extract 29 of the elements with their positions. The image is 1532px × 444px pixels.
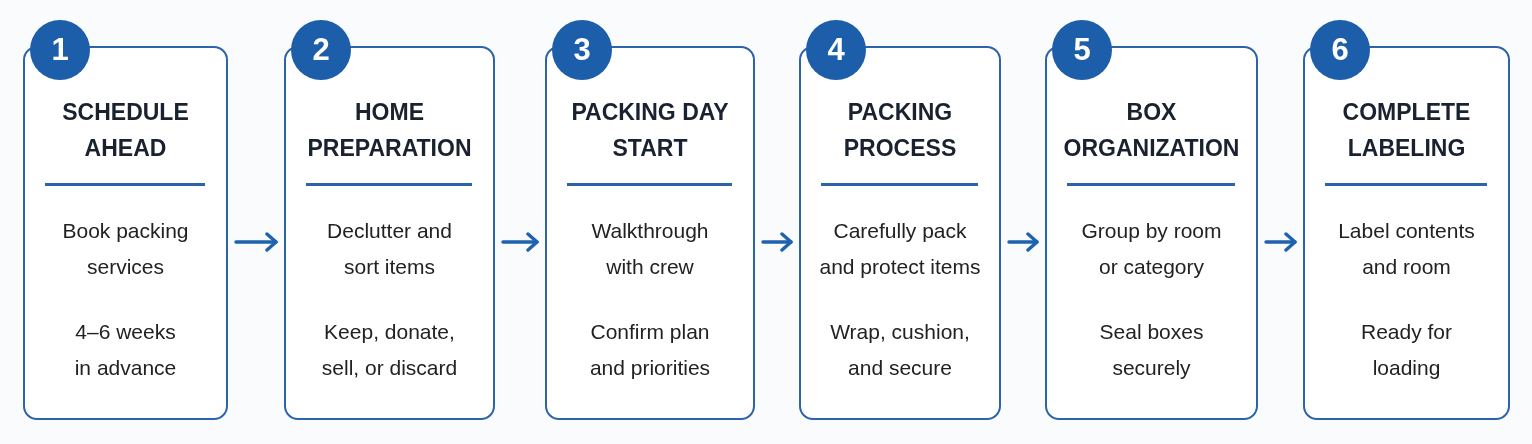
step-title: BOX ORGANIZATION	[1062, 98, 1241, 163]
step-description: 4–6 weeks in advance	[73, 319, 178, 381]
step-description: Ready for loading	[1359, 319, 1453, 381]
arrow	[761, 232, 793, 252]
step-title: PACKING DAY START	[570, 98, 730, 163]
step-number-badge: 5	[1052, 20, 1112, 80]
step-title: PACKING PROCESS	[842, 98, 958, 163]
step-number-badge: 6	[1310, 20, 1370, 80]
arrow	[1264, 232, 1297, 252]
step-description: Label contents and room	[1337, 218, 1476, 280]
step-number-badge: 2	[291, 20, 351, 80]
step-description: Carefully pack and protect items	[818, 218, 982, 280]
step-description: Wrap, cushion, and secure	[829, 319, 971, 381]
step-title: COMPLETE LABELING	[1341, 98, 1472, 163]
step-description: Book packing services	[61, 218, 190, 280]
arrow	[1007, 232, 1039, 252]
arrow	[234, 232, 278, 252]
step-title: HOME PREPARATION	[306, 98, 473, 163]
step-description: Keep, donate, sell, or discard	[320, 319, 459, 381]
step-number-badge: 3	[552, 20, 612, 80]
step-title: SCHEDULE AHEAD	[61, 98, 190, 163]
step-number-badge: 1	[30, 20, 90, 80]
step-description: Confirm plan and priorities	[588, 319, 712, 381]
step-number-badge: 4	[806, 20, 866, 80]
arrow	[501, 232, 539, 252]
step-description: Seal boxes securely	[1098, 319, 1205, 381]
step-description: Declutter and sort items	[326, 218, 453, 280]
step-description: Walkthrough with crew	[590, 218, 710, 280]
step-description: Group by room or category	[1080, 218, 1223, 280]
